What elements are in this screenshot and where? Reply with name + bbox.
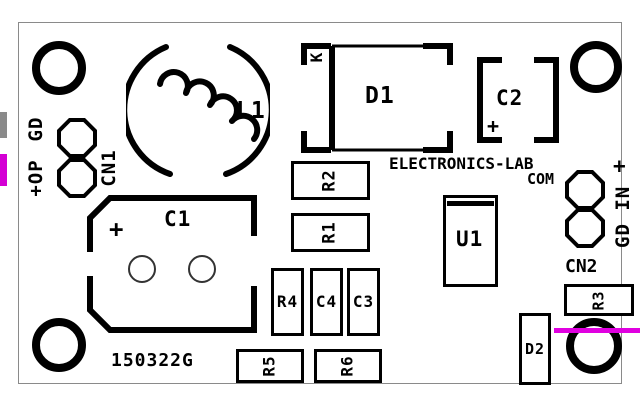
cn2-label: CN2 xyxy=(565,256,598,277)
capacitor-c3: C3 xyxy=(347,268,380,336)
magenta-trace xyxy=(554,328,640,333)
cn2-header-label: COM xyxy=(527,170,555,188)
diode-d1 xyxy=(301,43,453,153)
ic-u1-label: U1 xyxy=(456,227,484,251)
diode-d1-cathode-mark: K xyxy=(307,51,326,63)
capacitor-c4: C4 xyxy=(310,268,343,336)
capacitor-c2-symbol xyxy=(477,57,559,143)
resistor-r1-label: R1 xyxy=(319,221,340,244)
resistor-r6: R6 xyxy=(314,349,382,383)
cn1-label: CN1 xyxy=(98,149,120,187)
capacitor-c2-label: C2 xyxy=(496,86,524,110)
magenta-edge-mark xyxy=(0,154,7,186)
resistor-r3-label: R3 xyxy=(589,289,608,311)
mounting-hole-bottom-left xyxy=(32,318,86,372)
cn2-pin-1-label: + xyxy=(613,154,627,178)
resistor-r3: R3 xyxy=(564,284,634,316)
brand-label: ELECTRONICS-LAB xyxy=(389,154,534,173)
cn1-pad-1 xyxy=(57,118,97,158)
capacitor-c3-label: C3 xyxy=(352,292,375,311)
mounting-hole-top-left xyxy=(32,41,86,95)
diode-d2: D2 xyxy=(519,313,551,385)
capacitor-c2-polarity-mark: + xyxy=(487,114,501,138)
resistor-r1: R1 xyxy=(291,213,370,252)
capacitor-c1 xyxy=(68,194,258,334)
resistor-r4: R4 xyxy=(271,268,304,336)
capacitor-c1-symbol xyxy=(86,195,258,333)
cn2-pad-1 xyxy=(565,170,605,210)
capacitor-c1-pad-1 xyxy=(128,255,156,283)
inductor-l1-label: L1 xyxy=(236,98,266,124)
diode-d2-label: D2 xyxy=(524,339,546,358)
board-number-label: 150322G xyxy=(111,350,194,371)
capacitor-c4-label: C4 xyxy=(315,292,338,311)
mounting-hole-top-right xyxy=(570,41,622,93)
ic-u1-pin1-band xyxy=(447,201,494,206)
diode-d1-symbol xyxy=(301,43,453,153)
resistor-r6-label: R6 xyxy=(337,355,357,377)
resistor-r2: R2 xyxy=(291,161,370,200)
diode-d1-label: D1 xyxy=(365,83,395,109)
capacitor-c1-pad-2 xyxy=(188,255,216,283)
cn2-pin-2-label: GD IN xyxy=(612,185,634,248)
ic-u1 xyxy=(443,195,498,287)
resistor-r5-label: R5 xyxy=(259,355,279,377)
mounting-hole-bottom-right xyxy=(566,318,622,374)
gray-edge-mark xyxy=(0,112,7,138)
resistor-r2-label: R2 xyxy=(319,169,340,192)
resistor-r4-label: R4 xyxy=(276,292,299,311)
cn2-pad-2 xyxy=(565,208,605,248)
capacitor-c1-label: C1 xyxy=(164,207,192,231)
capacitor-c2 xyxy=(476,57,560,143)
cn1-pin-2-label: +OP xyxy=(25,159,47,197)
cn1-pad-2 xyxy=(57,158,97,198)
capacitor-c1-polarity-mark: + xyxy=(109,215,125,243)
resistor-r5: R5 xyxy=(236,349,304,383)
cn1-pin-1-label: GD xyxy=(25,116,47,142)
